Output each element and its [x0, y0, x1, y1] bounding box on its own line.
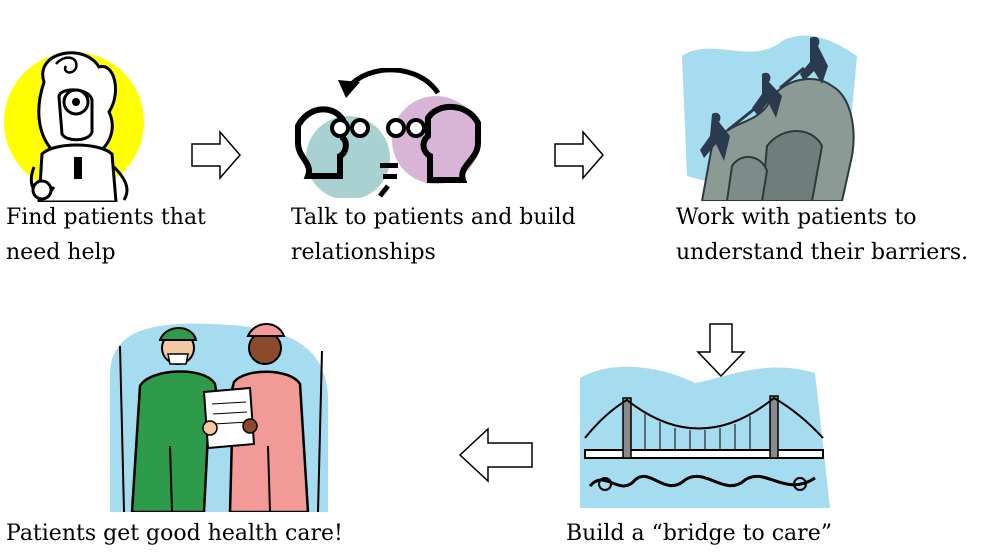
doctor-and-nurse-icon: [100, 316, 338, 514]
step-1-caption-line2: need help: [6, 240, 116, 265]
step-5-caption: Patients get good health care!: [6, 521, 343, 546]
step-4-caption: Build a “bridge to care”: [566, 521, 832, 546]
climbers-icon: [672, 26, 862, 202]
step-3-caption-line1: Work with patients to: [676, 205, 917, 230]
talking-people-icon: [288, 67, 488, 200]
bridge-icon: [575, 358, 833, 516]
down-arrow-icon: [696, 322, 746, 382]
step-2-caption-line1: Talk to patients and build: [291, 205, 576, 230]
step-2-caption-line2: relationships: [291, 240, 436, 265]
step-2-caption: Talk to patients and build relationships: [291, 200, 576, 270]
step-3-caption-line2: understand their barriers.: [676, 240, 969, 265]
step-1-caption: Find patients that need help: [6, 200, 206, 270]
step-1-caption-line1: Find patients that: [6, 205, 206, 230]
step-3-caption: Work with patients to understand their b…: [676, 200, 968, 270]
left-arrow-icon: [458, 427, 534, 487]
right-arrow-icon: [553, 129, 605, 184]
right-arrow-icon: [190, 129, 242, 184]
doctor-icon: [4, 42, 154, 204]
